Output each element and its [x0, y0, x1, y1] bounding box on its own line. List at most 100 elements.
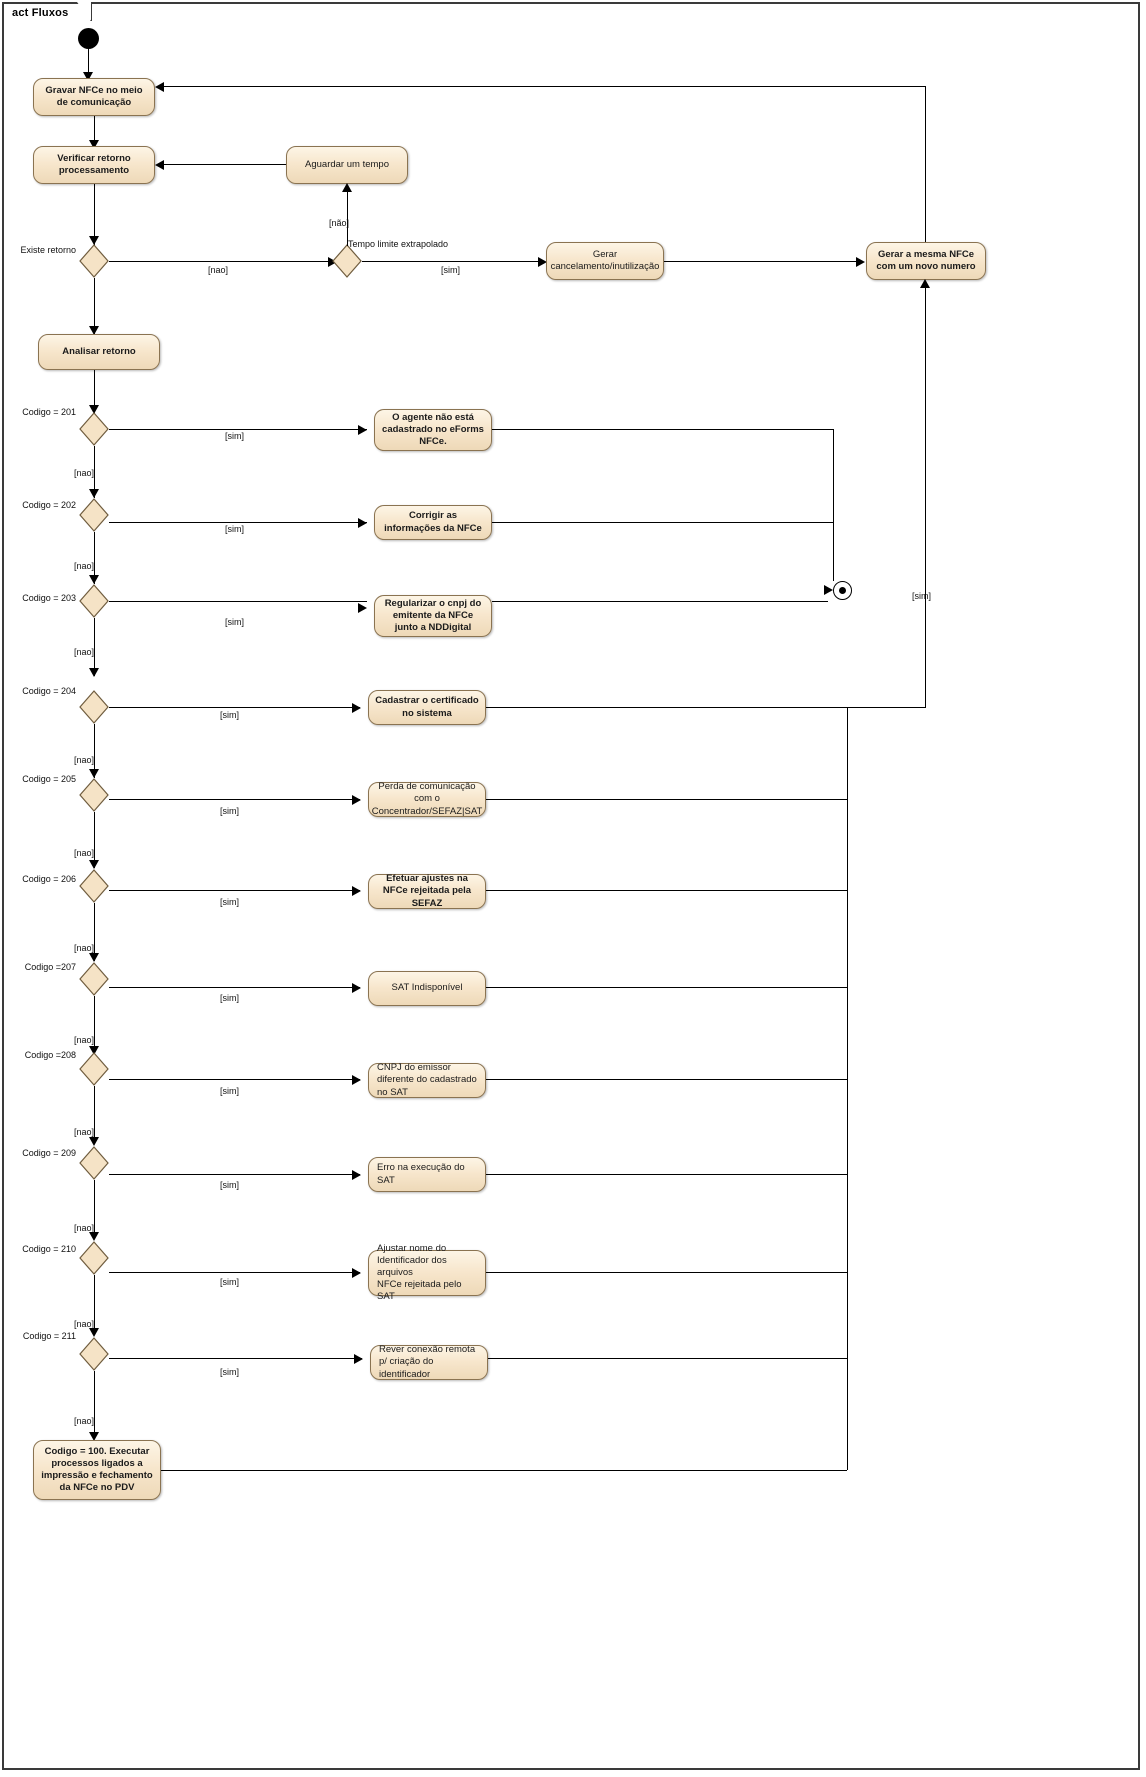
edge-201-no — [94, 446, 95, 498]
decision-tempo-limite[interactable] — [332, 244, 362, 278]
rail-201-down — [833, 429, 834, 581]
decision-codigo-211[interactable] — [79, 1337, 109, 1371]
arrowhead-down — [89, 769, 99, 778]
arrowhead-up-gerar-mesma — [920, 279, 930, 288]
arrowhead-down — [89, 1432, 99, 1441]
decision-codigo-209[interactable] — [79, 1146, 109, 1180]
arrowhead-down — [83, 72, 93, 81]
edge-verificar-to-existe-retorno — [94, 184, 95, 251]
action-erro-execucao-sat[interactable]: Erro na execução do SAT — [368, 1157, 486, 1192]
action-rever-conexao-remota[interactable]: Rever conexão remota p/ criação do ident… — [370, 1344, 488, 1380]
arrowhead-right — [352, 795, 361, 805]
action-codigo-100-final[interactable]: Codigo = 100. Executar processos ligados… — [33, 1440, 161, 1500]
arrowhead-right — [352, 886, 361, 896]
action-regularizar-cnpj[interactable]: Regularizar o cnpj do emitente da NFCe j… — [374, 595, 492, 637]
decision-label-codigo-206: Codigo = 206 — [22, 874, 76, 884]
edge-211-no — [94, 1371, 95, 1439]
edge-203-to-action — [109, 601, 367, 602]
decision-existe-retorno[interactable] — [79, 244, 109, 278]
guard-sim-201: [sim] — [225, 431, 244, 441]
action-ajustar-identificador[interactable]: Ajustar nome do Identificador dos arquiv… — [368, 1243, 486, 1302]
arrowhead-right — [358, 425, 367, 435]
decision-codigo-206[interactable] — [79, 869, 109, 903]
action-cnpj-diferente[interactable]: CNPJ do emissor diferente do cadastrado … — [368, 1062, 486, 1098]
decision-label-codigo-202: Codigo = 202 — [22, 500, 76, 510]
guard-sim-209: [sim] — [220, 1180, 239, 1190]
action-label: Gerar a mesma NFCe com um novo numero — [876, 248, 976, 272]
guard-nao-207: [nao] — [74, 1035, 95, 1045]
guard-nao-205: [nao] — [74, 848, 95, 858]
decision-label-codigo-203: Codigo = 203 — [22, 593, 76, 603]
action-label: Ajustar nome do Identificador dos arquiv… — [377, 1242, 462, 1303]
action-sat-indisponivel[interactable]: SAT Indisponível — [368, 971, 486, 1006]
decision-codigo-204[interactable] — [79, 690, 109, 724]
rail-join-right — [847, 707, 926, 708]
edge-tempo-limite-to-gerar-cancelamento — [362, 261, 543, 262]
decision-codigo-201[interactable] — [79, 412, 109, 446]
edge-210-no — [94, 1275, 95, 1331]
flow-final-node-icon — [833, 581, 852, 600]
guard-nao-203: [nao] — [74, 647, 95, 657]
action-label: O agente não está cadastrado no eForms N… — [382, 411, 484, 448]
rail-201-right — [492, 429, 833, 430]
decision-codigo-210[interactable] — [79, 1241, 109, 1275]
guard-nao-204: [nao] — [74, 755, 95, 765]
decision-label-codigo-204: Codigo = 204 — [22, 686, 76, 696]
guard-sim-211: [sim] — [220, 1367, 239, 1377]
action-efetuar-ajustes[interactable]: Efetuar ajustes na NFCe rejeitada pela S… — [368, 873, 486, 909]
arrowhead-left — [155, 160, 164, 170]
arrowhead-right — [352, 1075, 361, 1085]
edge-existe-retorno-to-tempo-limite — [109, 261, 338, 262]
edge-207-no — [94, 996, 95, 1052]
action-gerar-mesma-nfce[interactable]: Gerar a mesma NFCe com um novo numero — [866, 242, 986, 280]
arrowhead-down — [89, 405, 99, 414]
decision-codigo-205[interactable] — [79, 778, 109, 812]
action-corrigir-informacoes[interactable]: Corrigir as informações da NFCe — [374, 505, 492, 540]
guard-sim-207: [sim] — [220, 993, 239, 1003]
edge-204-to-action — [109, 707, 360, 708]
arrowhead-down — [89, 1137, 99, 1146]
rail-far-right-vertical — [847, 707, 848, 1470]
decision-codigo-208[interactable] — [79, 1052, 109, 1086]
action-analisar-retorno[interactable]: Analisar retorno — [38, 334, 160, 370]
initial-node-icon — [78, 28, 99, 49]
action-label: Aguardar um tempo — [305, 158, 389, 170]
arrowhead-down — [89, 860, 99, 869]
edge-209-no — [94, 1180, 95, 1236]
arrowhead-down — [89, 668, 99, 677]
rail-207-right — [486, 987, 847, 988]
action-aguardar-tempo[interactable]: Aguardar um tempo — [286, 146, 408, 184]
arrowhead-down — [89, 1046, 99, 1055]
decision-codigo-202[interactable] — [79, 498, 109, 532]
arrowhead-down — [89, 1232, 99, 1241]
action-label: Erro na execução do SAT — [377, 1162, 465, 1186]
action-perda-comunicacao[interactable]: Perda de comunicação com o Concentrador/… — [368, 781, 486, 817]
arrowhead-down — [89, 489, 99, 498]
edge-analisar-to-codigo201 — [94, 370, 95, 414]
action-label: Cadastrar o certificado no sistema — [375, 695, 479, 719]
decision-label-tempo-limite: Tempo limite extrapolado — [348, 239, 449, 249]
arrowhead-right — [352, 1268, 361, 1278]
rail-208-right — [486, 1079, 847, 1080]
decision-label-codigo-207: Codigo =207 — [24, 962, 76, 972]
decision-codigo-203[interactable] — [79, 584, 109, 618]
action-gerar-cancelamento[interactable]: Gerar cancelamento/inutilização — [546, 242, 664, 280]
guard-sim-208: [sim] — [220, 1086, 239, 1096]
action-verificar-retorno[interactable]: Verificar retorno processamento — [33, 146, 155, 184]
arrowhead-right — [352, 1170, 361, 1180]
edge-210-to-action — [109, 1272, 360, 1273]
edge-202-to-action — [109, 522, 367, 523]
action-label: Perda de comunicação com o Concentrador/… — [371, 781, 483, 817]
action-gravar-nfce[interactable]: Gravar NFCe no meio de comunicação — [33, 78, 155, 116]
arrowhead-right — [354, 1354, 363, 1364]
action-label: Gravar NFCe no meio de comunicação — [45, 84, 143, 108]
arrowhead-down — [89, 326, 99, 335]
action-cadastrar-certificado[interactable]: Cadastrar o certificado no sistema — [368, 690, 486, 725]
guard-sim-right-rail: [sim] — [912, 591, 931, 601]
edge-205-to-action — [109, 799, 360, 800]
arrowhead-right — [352, 983, 361, 993]
guard-nao-202: [nao] — [74, 561, 95, 571]
decision-codigo-207[interactable] — [79, 962, 109, 996]
action-agente-nao-cadastrado[interactable]: O agente não está cadastrado no eForms N… — [374, 409, 492, 451]
